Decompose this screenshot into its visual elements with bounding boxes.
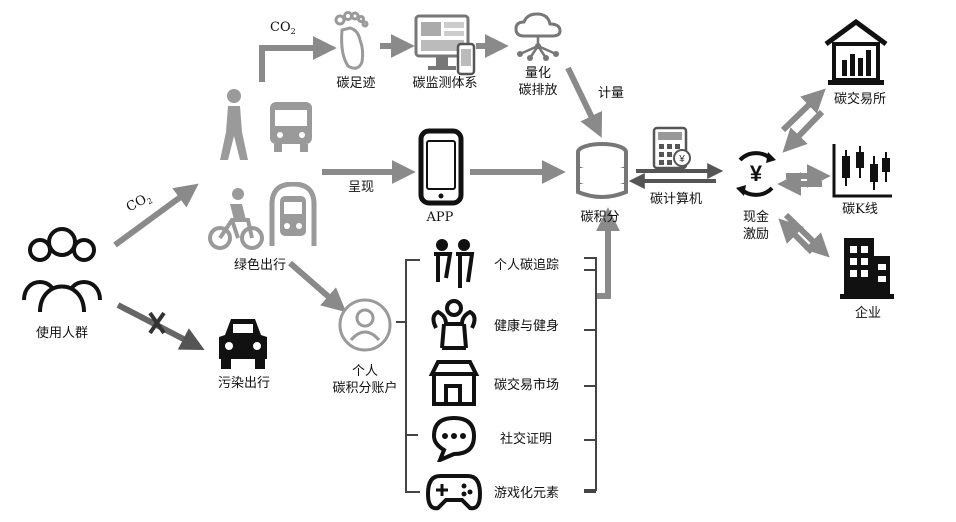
metro-icon <box>268 182 318 248</box>
coin-stack-icon <box>572 140 632 204</box>
quantify-label: 量化 <box>524 66 551 81</box>
smartphone-icon <box>418 128 464 206</box>
service-label-social: 社交证明 <box>500 432 553 447</box>
co2-upper-label: CO2 <box>270 20 296 36</box>
carbon-footprint-label: 碳足迹 <box>336 76 376 91</box>
service-label-game: 游戏化元素 <box>494 486 560 501</box>
arrow-green-to-account <box>288 260 347 313</box>
enterprise-building-icon <box>838 232 896 302</box>
bicycle-icon <box>208 186 264 252</box>
carbon-calculator-label: 碳计算机 <box>649 192 702 207</box>
service-label-market: 碳交易市场 <box>494 378 560 393</box>
arrow-green-to-footprint <box>259 36 337 82</box>
enterprise-label: 企业 <box>854 306 881 321</box>
bus-icon <box>266 100 316 154</box>
yen-cycle-icon: ¥ <box>730 146 782 202</box>
exchange-building-icon <box>822 18 890 88</box>
svg-text:¥: ¥ <box>678 154 685 165</box>
svg-text:¥: ¥ <box>750 161 763 186</box>
service-label-health: 健康与健身 <box>494 319 560 334</box>
green-travel-label: 绿色出行 <box>233 258 286 273</box>
candlestick-chart-icon <box>830 142 894 200</box>
people-icon <box>428 238 478 290</box>
carbon-exchange-label: 碳交易所 <box>833 92 886 107</box>
present-label: 呈现 <box>348 180 375 195</box>
app-label: APP <box>426 210 454 225</box>
arrow-users-to-green <box>113 183 199 248</box>
cash-label-2: 激励 <box>742 227 769 242</box>
carbon-points-label: 碳积分 <box>580 210 620 225</box>
users-group-icon <box>18 220 106 316</box>
polluting-travel-label: 污染出行 <box>217 376 270 391</box>
calculator-icon: ¥ <box>652 126 692 170</box>
cloud-network-icon <box>510 12 566 62</box>
arrow-services-to-points <box>596 207 620 299</box>
chat-icon <box>430 414 478 462</box>
footprint-icon <box>332 10 372 72</box>
carbon-kline-label: 碳K线 <box>842 202 878 217</box>
monitoring-screen-icon <box>414 14 476 76</box>
gamepad-icon <box>426 472 482 512</box>
walking-icon <box>212 88 252 168</box>
car-icon <box>215 313 271 371</box>
store-icon <box>428 360 480 408</box>
service-label-tracking: 个人碳追踪 <box>494 258 560 273</box>
metering-label: 计量 <box>598 86 625 101</box>
services-bracket-right <box>584 257 597 491</box>
arrow-quantify-to-points <box>565 66 603 138</box>
muscle-icon <box>426 298 482 352</box>
personal-account-icon <box>336 296 394 354</box>
personal-account-label-1: 个人 <box>351 364 378 379</box>
carbon-emission-label: 碳排放 <box>518 83 558 98</box>
users-label: 使用人群 <box>35 326 88 341</box>
cash-label-1: 现金 <box>742 210 769 225</box>
carbon-monitoring-label: 碳监测体系 <box>412 76 478 91</box>
personal-account-label-2: 碳积分账户 <box>332 381 398 396</box>
